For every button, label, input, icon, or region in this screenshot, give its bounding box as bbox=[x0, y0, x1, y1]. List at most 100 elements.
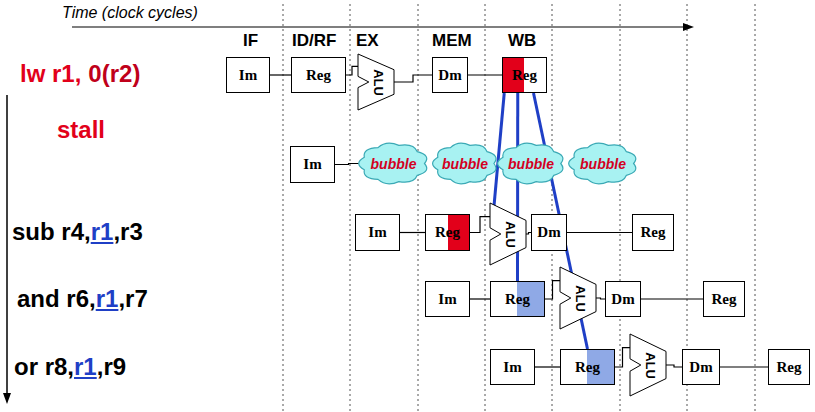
pipeline-wire bbox=[720, 366, 768, 367]
unit-label: ALU bbox=[573, 285, 588, 312]
cycle-divider bbox=[755, 4, 756, 412]
alu-outline bbox=[358, 54, 394, 110]
alu-unit: ALU bbox=[490, 203, 526, 265]
unit-label: ALU bbox=[503, 221, 518, 248]
data-memory: Dm bbox=[682, 349, 720, 385]
forwarding-line bbox=[494, 93, 504, 206]
data-memory: Dm bbox=[605, 281, 641, 317]
cloud-outline bbox=[359, 143, 427, 184]
register-file: Reg bbox=[768, 349, 810, 385]
pipeline-wire bbox=[470, 217, 490, 233]
instruction-row: lw r1,0(r2) bbox=[20, 60, 140, 88]
register-operand: r1 bbox=[74, 353, 97, 381]
data-memory: Dm bbox=[432, 57, 468, 93]
bubble-label: bubble bbox=[371, 156, 417, 172]
instruction-memory: Im bbox=[226, 57, 270, 93]
unit-label: Dm bbox=[537, 224, 560, 241]
instruction-row: stall bbox=[57, 116, 105, 144]
register-file: Reg bbox=[703, 281, 745, 317]
unit-label: Reg bbox=[505, 291, 530, 308]
bubble-cloud: bubble bbox=[567, 140, 639, 187]
unit-label: Im bbox=[368, 224, 386, 241]
pipeline-wire bbox=[615, 348, 630, 367]
bubble-cloud: bubble bbox=[431, 140, 499, 187]
instruction-text: sub r4, bbox=[12, 218, 91, 246]
instruction-text: and r6, bbox=[17, 285, 96, 313]
register-file: Reg bbox=[632, 214, 674, 251]
instruction-memory: Im bbox=[290, 146, 335, 183]
instruction-text: lw r1, bbox=[20, 60, 81, 88]
stage-header: EX bbox=[356, 31, 379, 51]
alu-outline bbox=[560, 267, 596, 329]
unit-label: Reg bbox=[777, 359, 802, 376]
unit-label: Reg bbox=[435, 224, 460, 241]
bubble-label: bubble bbox=[580, 156, 626, 172]
pipeline-wire bbox=[641, 298, 703, 299]
bubble-label: bubble bbox=[508, 156, 554, 172]
unit-label: Dm bbox=[611, 291, 634, 308]
cycle-divider bbox=[350, 4, 351, 412]
time-axis-label: Time (clock cycles) bbox=[62, 4, 198, 22]
time-axis bbox=[72, 26, 684, 27]
instruction-text: ,r7 bbox=[118, 285, 147, 313]
unit-label: Dm bbox=[689, 359, 712, 376]
instruction-memory: Im bbox=[355, 214, 400, 251]
unit-label: Im bbox=[303, 156, 321, 173]
register-file: Reg bbox=[291, 57, 346, 93]
instruction-text: ,r3 bbox=[113, 218, 142, 246]
pipeline-wire bbox=[335, 164, 362, 165]
pipeline-wire bbox=[470, 298, 490, 299]
register-file: Reg bbox=[502, 57, 547, 93]
unit-label: ALU bbox=[371, 69, 386, 96]
instruction-memory: Im bbox=[425, 281, 470, 317]
alu-unit: ALU bbox=[630, 334, 666, 396]
cycle-divider bbox=[620, 4, 621, 412]
unit-label: Reg bbox=[712, 291, 737, 308]
stage-header: IF bbox=[243, 31, 258, 51]
pipeline-wire bbox=[270, 74, 291, 75]
unit-label: ALU bbox=[643, 352, 658, 379]
register-file: Reg bbox=[490, 281, 545, 317]
instruction-text: or r8, bbox=[14, 353, 74, 381]
stage-header: MEM bbox=[432, 31, 472, 51]
pipeline-wire bbox=[394, 75, 432, 82]
pipeline-wire bbox=[400, 232, 425, 233]
pipeline-wire bbox=[535, 366, 560, 367]
stage-header: WB bbox=[508, 31, 536, 51]
unit-label: Im bbox=[239, 67, 257, 84]
alu-outline bbox=[490, 203, 526, 265]
pipeline-wire bbox=[567, 232, 632, 233]
bubble-cloud: bubble bbox=[496, 140, 566, 187]
cycle-divider bbox=[552, 4, 553, 412]
cycle-divider bbox=[283, 4, 284, 412]
register-file: Reg bbox=[560, 349, 615, 385]
instruction-text: ,r9 bbox=[97, 353, 126, 381]
pipeline-wire bbox=[666, 365, 682, 367]
cycle-dividers bbox=[283, 4, 755, 412]
forwarding-line bbox=[516, 93, 519, 281]
program-order-axis bbox=[6, 95, 8, 394]
register-operand: r1 bbox=[96, 285, 119, 313]
time-arrowhead bbox=[683, 23, 694, 31]
unit-label: Reg bbox=[512, 67, 537, 84]
unit-label: Reg bbox=[306, 67, 331, 84]
register-file: Reg bbox=[425, 214, 470, 251]
instruction-text: stall bbox=[57, 116, 105, 144]
pipeline-wire bbox=[468, 74, 502, 75]
instruction-row: or r8,r1,r9 bbox=[14, 353, 126, 381]
instruction-row: sub r4,r1,r3 bbox=[12, 218, 143, 246]
stage-header: ID/RF bbox=[292, 31, 336, 51]
pipeline-wire bbox=[545, 281, 560, 299]
unit-label: Reg bbox=[641, 224, 666, 241]
data-memory: Dm bbox=[531, 214, 567, 251]
alu-unit: ALU bbox=[358, 54, 394, 110]
cloud-outline bbox=[569, 143, 636, 184]
cloud-outline bbox=[498, 143, 563, 184]
program-order-arrowhead bbox=[3, 393, 11, 404]
unit-label: Im bbox=[503, 359, 521, 376]
alu-unit: ALU bbox=[560, 267, 596, 329]
cloud-outline bbox=[433, 143, 496, 184]
instruction-memory: Im bbox=[490, 349, 535, 385]
unit-label: Dm bbox=[438, 67, 461, 84]
